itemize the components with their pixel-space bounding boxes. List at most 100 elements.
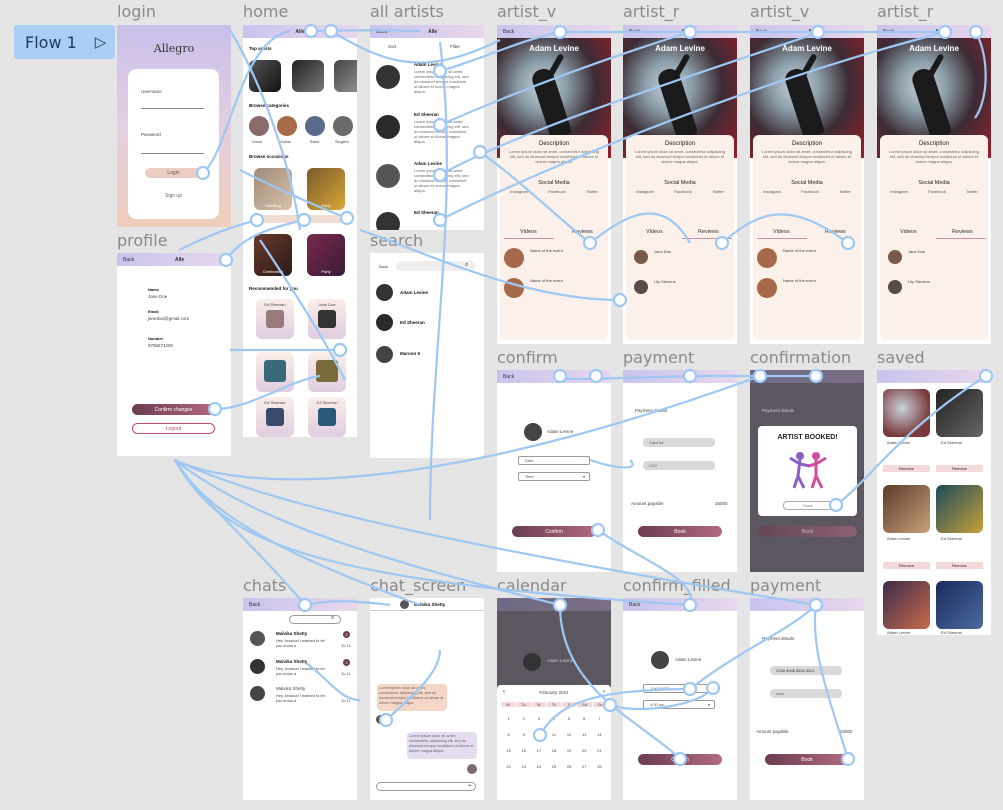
recommended-card[interactable]: Ed Sheeran	[256, 397, 294, 437]
instagram-link[interactable]: Instagram	[763, 189, 781, 194]
chat-name[interactable]: Malvika Shetty	[276, 686, 306, 691]
flow-badge[interactable]: Flow 1 ▷	[14, 25, 115, 59]
event-thumb[interactable]	[504, 248, 524, 268]
remove-button[interactable]: Remove	[936, 465, 983, 472]
saved-artist-image[interactable]	[936, 485, 983, 533]
artist-avatar[interactable]	[376, 65, 400, 89]
card-number-field[interactable]: 2938 4948 8593 3841	[770, 666, 842, 675]
recommended-card[interactable]	[256, 352, 294, 392]
calendar-date[interactable]: 26	[566, 764, 572, 769]
username-field[interactable]	[141, 108, 204, 109]
twitter-link[interactable]: Twitter	[839, 189, 851, 194]
artist-avatar[interactable]	[376, 115, 400, 139]
remove-button[interactable]: Remove	[883, 465, 930, 472]
calendar-date[interactable]: 15	[506, 748, 511, 753]
done-button[interactable]: Done	[783, 501, 833, 510]
back-button[interactable]: Back	[379, 264, 388, 269]
artist-name[interactable]: Adam Levine	[414, 161, 443, 166]
email-value[interactable]: janedoe@gmail.com	[148, 316, 190, 321]
chat-name[interactable]: Malvika Shetty	[276, 659, 308, 664]
saved-artist-image[interactable]	[883, 485, 930, 533]
calendar-date[interactable]: 11	[551, 732, 557, 737]
result-avatar[interactable]	[376, 346, 393, 363]
twitter-link[interactable]: Twitter	[966, 189, 978, 194]
facebook-link[interactable]: Facebook	[928, 189, 946, 194]
result-name[interactable]: Ed Sheeran	[400, 320, 425, 325]
book-button[interactable]: Book	[765, 754, 849, 765]
recommended-card[interactable]	[308, 352, 346, 392]
top-artist-thumb[interactable]	[334, 60, 357, 92]
book-button[interactable]: Book	[638, 526, 722, 537]
recommended-card[interactable]: DJ Sheeran	[308, 397, 346, 437]
event-thumb[interactable]	[757, 248, 777, 268]
date-field[interactable]: 10/02/2021	[643, 684, 715, 693]
calendar-date[interactable]: 4	[552, 716, 556, 721]
calendar-date[interactable]: 9	[522, 732, 525, 737]
tab-videos[interactable]: Videos	[773, 229, 790, 235]
sort-button[interactable]: Sort	[388, 44, 397, 49]
calendar-date[interactable]: 24	[536, 764, 542, 769]
tab-videos[interactable]: Videos	[900, 229, 917, 235]
cvv-field[interactable]: CVV	[643, 461, 715, 470]
instagram-link[interactable]: Instagram	[890, 189, 908, 194]
time-select[interactable]: 4:00 pm▾	[643, 700, 715, 709]
date-field[interactable]: Date	[518, 456, 590, 465]
name-value[interactable]: Jane Doe	[148, 294, 168, 299]
facebook-link[interactable]: Facebook	[548, 189, 566, 194]
saved-artist-image[interactable]	[936, 389, 983, 437]
result-avatar[interactable]	[376, 314, 393, 331]
artist-avatar[interactable]	[376, 164, 400, 188]
category-vocal[interactable]	[249, 116, 269, 136]
next-month-icon[interactable]: ›	[603, 689, 605, 695]
back-button[interactable]: Back	[376, 28, 388, 35]
paperclip-icon[interactable]: ⌁	[468, 783, 472, 789]
category-band[interactable]	[305, 116, 325, 136]
tab-videos[interactable]: Videos	[646, 229, 663, 235]
occasion-wedding[interactable]: Wedding	[254, 168, 292, 210]
calendar-date[interactable]: 28	[597, 764, 602, 769]
saved-artist-image[interactable]	[883, 389, 930, 437]
artist-avatar[interactable]	[376, 212, 400, 230]
login-button[interactable]: Login	[145, 168, 202, 178]
result-name[interactable]: Maroon 5	[400, 351, 421, 356]
occasion-party[interactable]: Party	[307, 168, 345, 210]
calendar-date[interactable]: 8	[507, 732, 510, 737]
result-avatar[interactable]	[376, 284, 393, 301]
calendar-date[interactable]: 18	[551, 748, 557, 753]
calendar-date[interactable]: 25	[551, 764, 557, 769]
result-name[interactable]: Adam Levine	[400, 290, 429, 295]
twitter-link[interactable]: Twitter	[586, 189, 598, 194]
recommended-card[interactable]: Ed Sheeran	[256, 299, 294, 339]
back-button[interactable]: Back	[883, 28, 895, 35]
calendar-date[interactable]: 2	[522, 716, 525, 721]
confirm-changes-button[interactable]: Confirm changes	[132, 404, 215, 415]
facebook-link[interactable]: Facebook	[674, 189, 692, 194]
artist-name[interactable]: Adam Levine	[414, 62, 443, 67]
calendar-date[interactable]: 19	[566, 748, 572, 753]
back-button[interactable]: Back	[756, 28, 768, 35]
chat-search-input[interactable]	[289, 615, 341, 624]
top-artist-thumb[interactable]	[292, 60, 324, 92]
calendar-date[interactable]: 16	[521, 748, 526, 753]
back-button[interactable]: Back	[629, 601, 641, 608]
tab-reviews[interactable]: Reviews	[698, 229, 719, 235]
calendar-date[interactable]: 14	[597, 732, 602, 737]
back-button[interactable]: Back	[503, 373, 515, 380]
category-singers[interactable]	[333, 116, 353, 136]
calendar-date[interactable]: 6	[583, 716, 586, 721]
remove-button[interactable]: Remove	[883, 562, 930, 569]
search-input[interactable]	[396, 261, 476, 271]
filter-button[interactable]: Filter	[450, 44, 460, 49]
category-guitar[interactable]	[277, 116, 297, 136]
back-button[interactable]: Back	[123, 256, 135, 263]
remove-button[interactable]: Remove	[936, 562, 983, 569]
artist-name[interactable]: Ed Sheeran	[414, 210, 439, 215]
card-number-field[interactable]: Card no.	[643, 438, 715, 447]
play-icon[interactable]: ▷	[94, 33, 107, 51]
message-input[interactable]	[376, 782, 476, 791]
instagram-link[interactable]: Instagram	[636, 189, 654, 194]
back-button[interactable]: Back	[629, 28, 641, 35]
instagram-link[interactable]: Instagram	[510, 189, 528, 194]
saved-artist-image[interactable]	[883, 581, 930, 629]
calendar-date[interactable]: 12	[566, 732, 572, 737]
